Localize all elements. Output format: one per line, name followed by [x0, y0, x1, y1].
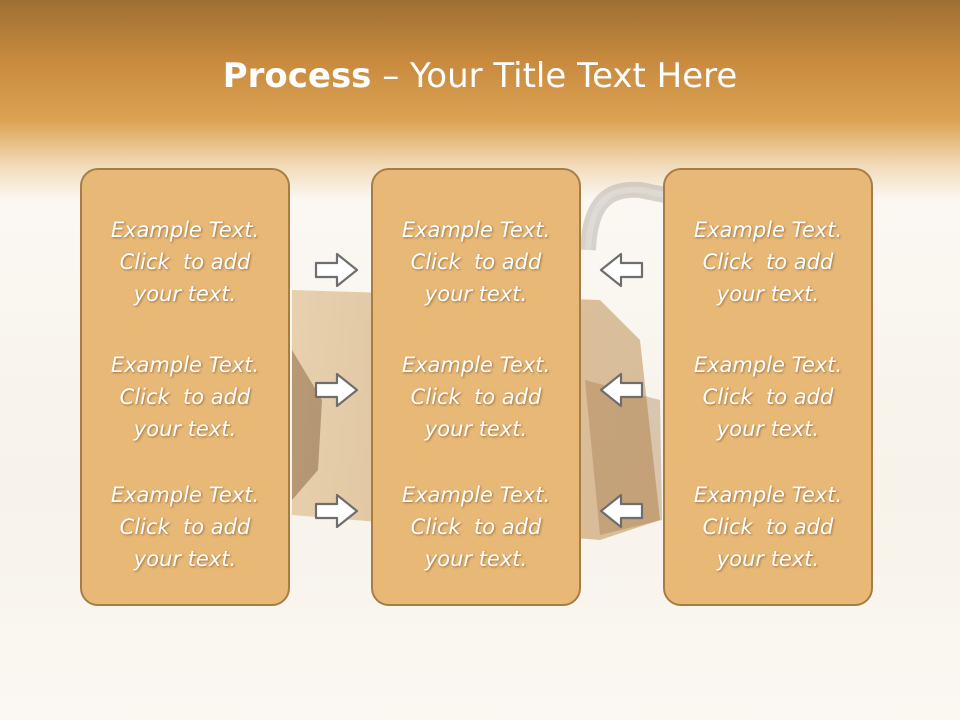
page-title: Process – Your Title Text Here: [0, 54, 960, 98]
text-line: Click to add: [119, 385, 251, 409]
title-rest-part: – Your Title Text Here: [371, 56, 738, 96]
text-line: Click to add: [119, 515, 251, 539]
text-block[interactable]: Example Text. Click to add your text.: [665, 214, 871, 310]
text-block[interactable]: Example Text. Click to add your text.: [373, 479, 579, 575]
text-line: Example Text.: [401, 218, 551, 242]
text-line: your text.: [716, 282, 820, 306]
title-bold-part: Process: [222, 56, 372, 96]
text-line: Example Text.: [693, 353, 843, 377]
right-arrow-icon: [314, 252, 359, 288]
text-line: Click to add: [410, 515, 542, 539]
left-arrow-icon: [599, 372, 644, 408]
text-line: your text.: [716, 547, 820, 571]
text-line: Click to add: [410, 250, 542, 274]
text-block[interactable]: Example Text. Click to add your text.: [665, 349, 871, 445]
text-line: Example Text.: [110, 483, 260, 507]
text-block[interactable]: Example Text. Click to add your text.: [373, 214, 579, 310]
text-line: Example Text.: [110, 353, 260, 377]
left-arrow-icon: [599, 252, 644, 288]
text-line: Click to add: [410, 385, 542, 409]
left-arrow-icon: [599, 493, 644, 529]
text-line: Example Text.: [693, 483, 843, 507]
text-line: your text.: [133, 282, 237, 306]
header-band: [0, 0, 960, 200]
text-line: Example Text.: [401, 353, 551, 377]
text-line: Click to add: [702, 250, 834, 274]
text-line: Click to add: [702, 385, 834, 409]
right-arrow-icon: [314, 493, 359, 529]
text-line: your text.: [424, 417, 528, 441]
text-block[interactable]: Example Text. Click to add your text.: [665, 479, 871, 575]
text-line: your text.: [133, 547, 237, 571]
process-box-center[interactable]: Example Text. Click to add your text. Ex…: [371, 168, 581, 606]
text-line: your text.: [716, 417, 820, 441]
text-line: Click to add: [702, 515, 834, 539]
process-box-right[interactable]: Example Text. Click to add your text. Ex…: [663, 168, 873, 606]
text-line: Click to add: [119, 250, 251, 274]
process-box-left[interactable]: Example Text. Click to add your text. Ex…: [80, 168, 290, 606]
text-line: your text.: [424, 547, 528, 571]
text-line: Example Text.: [110, 218, 260, 242]
text-block[interactable]: Example Text. Click to add your text.: [82, 349, 288, 445]
text-line: your text.: [424, 282, 528, 306]
right-arrow-icon: [314, 372, 359, 408]
text-line: Example Text.: [401, 483, 551, 507]
text-line: Example Text.: [693, 218, 843, 242]
text-line: your text.: [133, 417, 237, 441]
text-block[interactable]: Example Text. Click to add your text.: [82, 479, 288, 575]
text-block[interactable]: Example Text. Click to add your text.: [373, 349, 579, 445]
text-block[interactable]: Example Text. Click to add your text.: [82, 214, 288, 310]
